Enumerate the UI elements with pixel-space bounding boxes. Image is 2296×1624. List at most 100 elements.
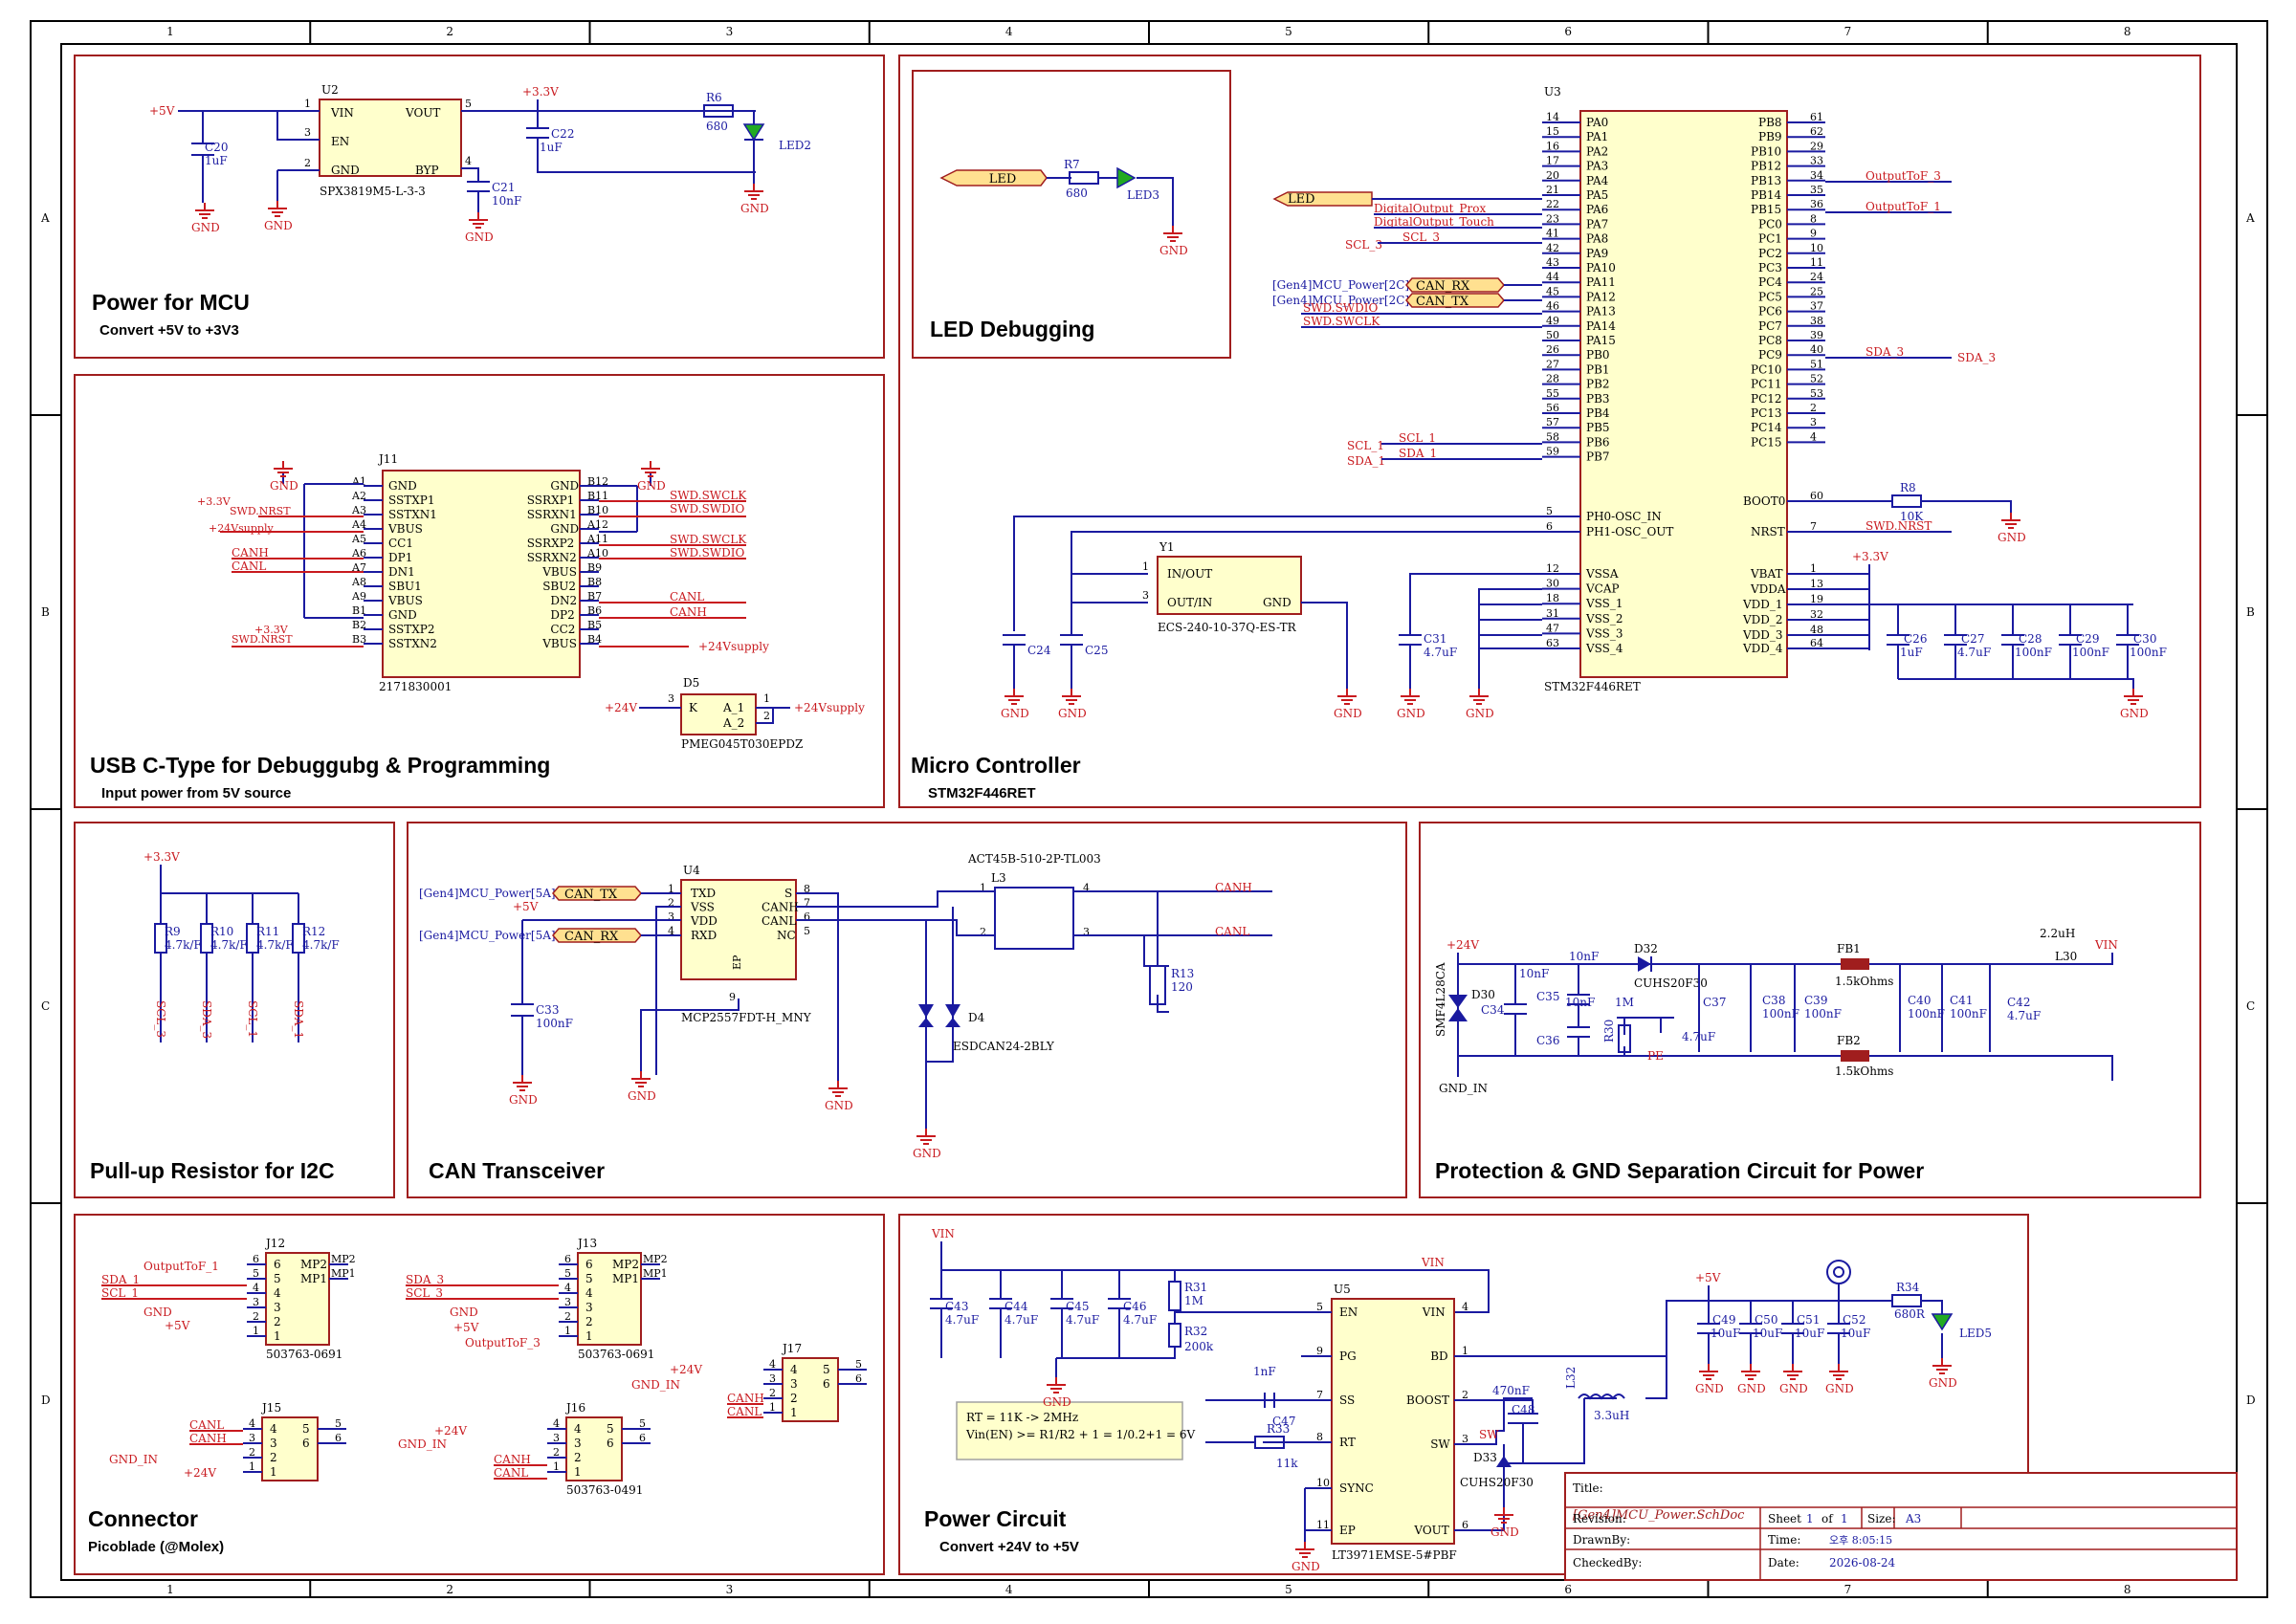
power-mcu-circuit: +5V U2 SPX3819M5-L-3-3 VIN EN GND VOUT B…: [149, 83, 811, 212]
net-5v-label: +5V: [149, 104, 175, 118]
y1-pin: IN/OUT: [1167, 567, 1212, 581]
frame-row-label: D: [41, 1394, 51, 1407]
mcu-pin-name: PC12: [1751, 392, 1782, 406]
gnd-label: GND: [1490, 1525, 1519, 1539]
connector-mp-label: MP1: [331, 1267, 356, 1280]
mcu-pin-num: 63: [1546, 637, 1559, 649]
pullup-ref: R12: [302, 925, 325, 938]
u2-pin-vin: VIN: [330, 106, 354, 120]
net-swclk: SWD.SWCLK: [1303, 315, 1380, 328]
usb-pin-num: B9: [587, 561, 602, 574]
d33-part: CUHS20F30: [1460, 1476, 1534, 1489]
connector-net: GND_IN: [631, 1378, 680, 1392]
usb-pin-name: DN2: [550, 594, 577, 607]
usb-pin-num: A4: [351, 518, 366, 531]
mcu-pin-name: PB1: [1586, 362, 1610, 376]
frame-col-label: 2: [446, 1583, 453, 1596]
frame-col-label: 3: [726, 25, 734, 38]
usb-pin-name: DP1: [388, 551, 412, 564]
ground-symbol: GND: [1490, 1507, 1519, 1539]
u5-pin-num: 1: [1462, 1345, 1468, 1357]
j11-body: [382, 470, 581, 678]
mcu-pin-name: PC9: [1758, 348, 1782, 362]
mcu-pin-num: 5: [1546, 505, 1553, 517]
mcu-pin-name: PA3: [1586, 160, 1608, 173]
fb1-ref: FB1: [1837, 942, 1861, 955]
gnd-label: GND: [740, 202, 769, 215]
u5-pin-num: 2: [1462, 1389, 1468, 1401]
mcu-pin-name: VCAP: [1585, 582, 1620, 596]
usb-pin-num: A6: [351, 547, 366, 560]
connector-pin: 5: [639, 1417, 646, 1430]
pc-cap-ref: C50: [1755, 1313, 1777, 1327]
block-can: [407, 822, 1407, 1198]
u5-pin-name: SYNC: [1339, 1481, 1374, 1495]
fb2-val: 1.5kOhms: [1835, 1064, 1893, 1078]
connector-mp-label: MP2: [643, 1253, 668, 1265]
net-scl1-in: SCL_1: [1347, 439, 1384, 452]
frame-col-label: 1: [166, 25, 174, 38]
connector-pin: 2: [769, 1387, 776, 1399]
net-canl: CANL: [1215, 925, 1249, 938]
mcu-pin-num: 22: [1546, 198, 1559, 210]
title-block: Title: [Gen4]MCU_Power.SchDoc Revision: …: [1564, 1472, 2238, 1581]
mcu-pin-name: VDD_3: [1742, 628, 1783, 642]
led3-ref: LED3: [1127, 188, 1159, 202]
l32-val: 3.3uH: [1594, 1409, 1629, 1422]
gnd-label: GND: [1292, 1560, 1320, 1573]
connector-ref: J13: [576, 1237, 597, 1250]
usb-pin-num: A7: [351, 561, 366, 574]
prot-gnd-in: GND_IN: [1439, 1082, 1488, 1095]
net-out1: OutputToF_1: [1866, 200, 1941, 213]
c42-val: 4.7uF: [2007, 1009, 2041, 1022]
frame-col-label: 2: [446, 25, 453, 38]
u4-part: MCP2557FDT-H_MNY: [681, 1011, 812, 1024]
y1-part: ECS-240-10-37Q-ES-TR: [1158, 621, 1297, 634]
gnd-label: GND: [1695, 1382, 1724, 1395]
usb-pin-name: VBUS: [541, 565, 577, 579]
usb-pin-name: SBU2: [542, 580, 576, 593]
mcu-pin-num: 39: [1810, 329, 1823, 341]
mcu-pin-num: 44: [1546, 271, 1559, 283]
usb-pin-num: A8: [351, 576, 366, 588]
mcu-cap-val: 100nF: [2015, 646, 2052, 659]
ground-symbol: GND: [1058, 689, 1087, 720]
gnd-label: GND: [637, 479, 666, 493]
tb-checked-label: CheckedBy:: [1573, 1556, 1642, 1569]
gnd-label: GND: [1929, 1376, 1957, 1390]
sheet-can-rx: [Gen4]MCU_Power[2C]: [1272, 278, 1409, 292]
gnd-label: GND: [509, 1093, 538, 1107]
mcu-pin-name: PC6: [1758, 305, 1782, 318]
mcu-pin-name: VSSA: [1585, 567, 1619, 581]
pe-net: PE: [1647, 1049, 1664, 1063]
usb-pin-name: GND: [550, 522, 579, 536]
mcu-pin-name: PC5: [1758, 290, 1782, 303]
c20-ref: C20: [205, 141, 228, 154]
c48-ref: C48: [1512, 1403, 1534, 1416]
gnd-label: GND: [270, 479, 298, 493]
d4-part: ESDCAN24-2BLY: [953, 1040, 1055, 1053]
u5-pin-num: 3: [1462, 1433, 1468, 1445]
pullup-net: SDA_3: [200, 1000, 213, 1039]
u2-pin-num: 1: [304, 98, 311, 110]
mcu-cap-val: 1uF: [1900, 646, 1923, 659]
pc-cap-ref: C43: [945, 1300, 968, 1313]
connector-pin-name: 4: [274, 1286, 281, 1300]
pullup-circuit: +3.3V R94.7k/FSCL_3R104.7k/FSDA_3R114.7k…: [144, 850, 340, 1042]
frame-row-label: C: [41, 999, 50, 1013]
c40-val: 100nF: [1908, 1007, 1945, 1020]
mcu-cap-ref: C30: [2133, 632, 2156, 646]
net-canh: CANH: [1215, 881, 1252, 894]
gnd-label: GND: [465, 230, 494, 244]
r13-val: 120: [1171, 980, 1193, 994]
block-title-led-debugging: LED Debugging: [930, 317, 1094, 341]
frame-col-label: 5: [1285, 25, 1292, 38]
net-nrst: SWD.NRST: [1866, 519, 1932, 533]
mcu-pin-name: PC7: [1758, 319, 1782, 333]
ground-symbol: GND: [1334, 689, 1362, 720]
gnd-label: GND: [1334, 707, 1362, 720]
r7-ref: R7: [1064, 158, 1080, 171]
block-title-power-mcu: Power for MCU: [92, 290, 250, 315]
mcu-pin-name: PA8: [1586, 232, 1608, 246]
usb-net: CANH: [670, 605, 707, 619]
